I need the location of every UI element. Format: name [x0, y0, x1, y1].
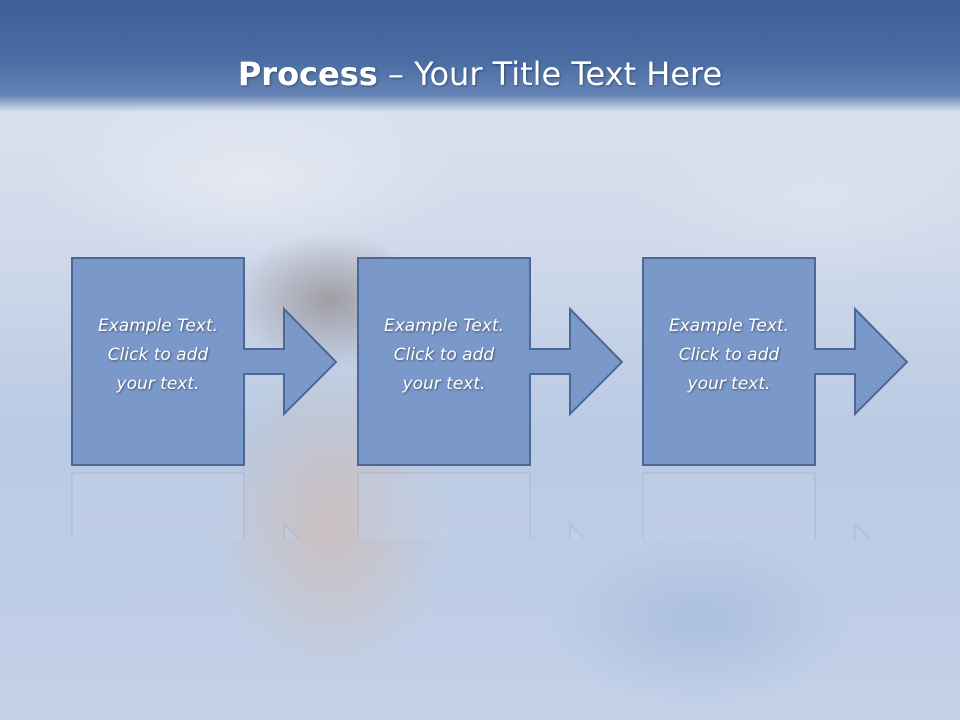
step-2-line-2: Click to add: [393, 345, 495, 365]
step-1-line-2: Click to add: [107, 345, 209, 365]
step-3-text: Example Text. Click to add your text.: [642, 312, 816, 399]
step-1-line-1: Example Text.: [97, 316, 219, 336]
step-2-line-3: your text.: [402, 374, 486, 394]
step-2-arrow-shape: [357, 257, 624, 466]
step-3-line-2: Click to add: [678, 345, 780, 365]
slide-title[interactable]: Process – Your Title Text Here: [0, 52, 960, 96]
step-1-line-3: your text.: [116, 374, 200, 394]
step-3-line-1: Example Text.: [668, 316, 790, 336]
step-3-reflection: [642, 469, 912, 539]
step-2-reflection: [357, 469, 627, 539]
step-3-arrow-shape: [642, 257, 909, 466]
title-rest-part: Your Title Text Here: [414, 55, 723, 93]
step-1-arrow-shape: [71, 257, 338, 466]
step-2-line-1: Example Text.: [383, 316, 505, 336]
step-1-text: Example Text. Click to add your text.: [71, 312, 245, 399]
title-separator: –: [377, 55, 415, 93]
title-bold-part: Process: [237, 55, 378, 93]
step-1-reflection: [71, 469, 341, 539]
step-3-line-3: your text.: [687, 374, 771, 394]
step-2-text: Example Text. Click to add your text.: [357, 312, 531, 399]
title-bar: [0, 0, 960, 112]
